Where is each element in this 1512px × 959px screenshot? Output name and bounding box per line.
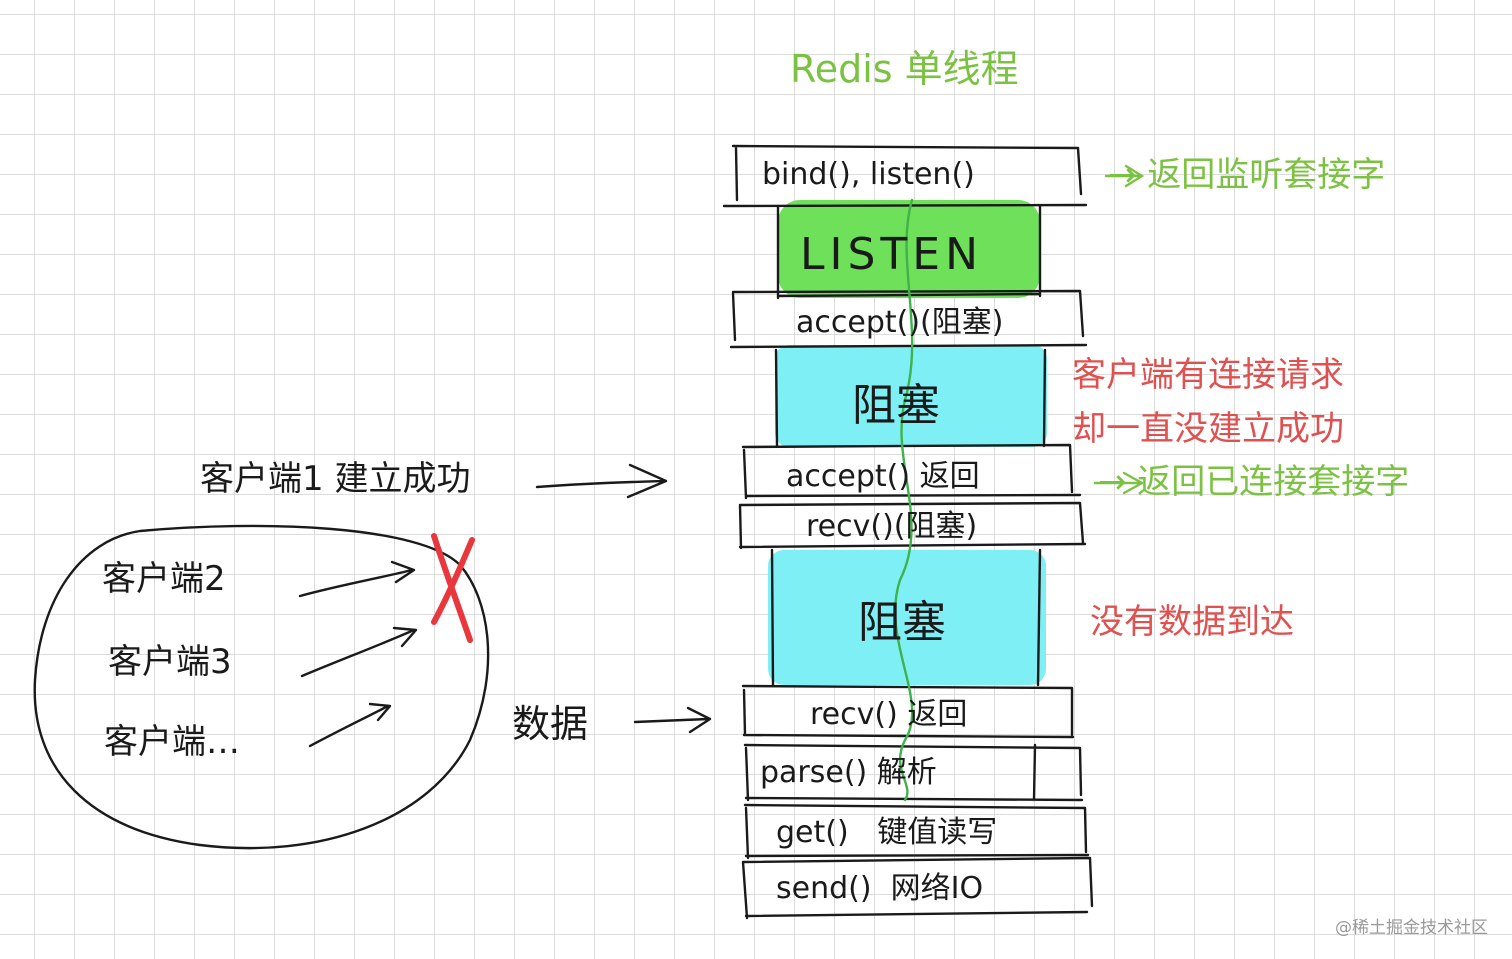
parse-box	[743, 743, 1084, 802]
block2-box	[770, 548, 1042, 687]
stage-bind-listen: bind(), listen()	[762, 157, 975, 192]
note-client-request-line2: 却一直没建立成功	[1072, 409, 1344, 449]
label-data: 数据	[512, 702, 589, 746]
stage-block-2: 阻塞	[858, 597, 946, 648]
reject-cross-icon	[431, 533, 475, 643]
client1-arrow	[535, 463, 668, 499]
note-arrow-connected	[1093, 471, 1145, 495]
block1-highlight	[775, 345, 1047, 447]
note-return-listen-socket: → 返回监听套接字	[1108, 155, 1386, 195]
send-box	[741, 856, 1094, 920]
block2-highlight	[768, 550, 1046, 685]
stage-recv-return: recv() 返回	[810, 697, 968, 732]
data-arrow	[633, 706, 712, 734]
label-client2: 客户端2	[102, 559, 226, 599]
stage-get: get() 键值读写	[776, 815, 998, 850]
stage-accept-return: accept() 返回	[786, 459, 980, 494]
stage-block-1: 阻塞	[852, 380, 940, 431]
label-client-more: 客户端…	[104, 722, 240, 762]
label-client1-connected: 客户端1 建立成功	[200, 459, 471, 499]
client-group-ellipse	[33, 524, 490, 850]
accept-return-box	[741, 443, 1082, 500]
accept-block-box	[729, 289, 1088, 349]
execution-flow-line	[894, 198, 914, 802]
client-more-arrow	[308, 702, 392, 748]
note-arrow-listen	[1104, 164, 1145, 188]
stage-parse: parse() 解析	[760, 755, 937, 790]
note-no-data: 没有数据到达	[1090, 602, 1294, 642]
client3-arrow	[300, 626, 418, 678]
stage-send: send() 网络IO	[776, 871, 984, 906]
recv-block-box	[738, 501, 1087, 550]
diagram-title: Redis 单线程	[790, 47, 1019, 91]
stage-accept-block: accept()(阻塞)	[796, 305, 1004, 340]
note-return-connected-socket: → 返回已连接套接字	[1098, 462, 1410, 502]
label-client3: 客户端3	[108, 642, 232, 682]
watermark: @稀土掘金技术社区	[1335, 918, 1488, 938]
stage-recv-block: recv()(阻塞)	[806, 509, 978, 544]
stage-listen: LISTEN	[800, 229, 984, 280]
block1-box	[774, 348, 1047, 448]
bind-listen-box	[722, 144, 1088, 208]
get-box	[743, 803, 1090, 860]
listen-highlight	[778, 200, 1040, 298]
client2-arrow	[298, 560, 416, 598]
note-client-request-line1: 客户端有连接请求	[1072, 355, 1344, 395]
